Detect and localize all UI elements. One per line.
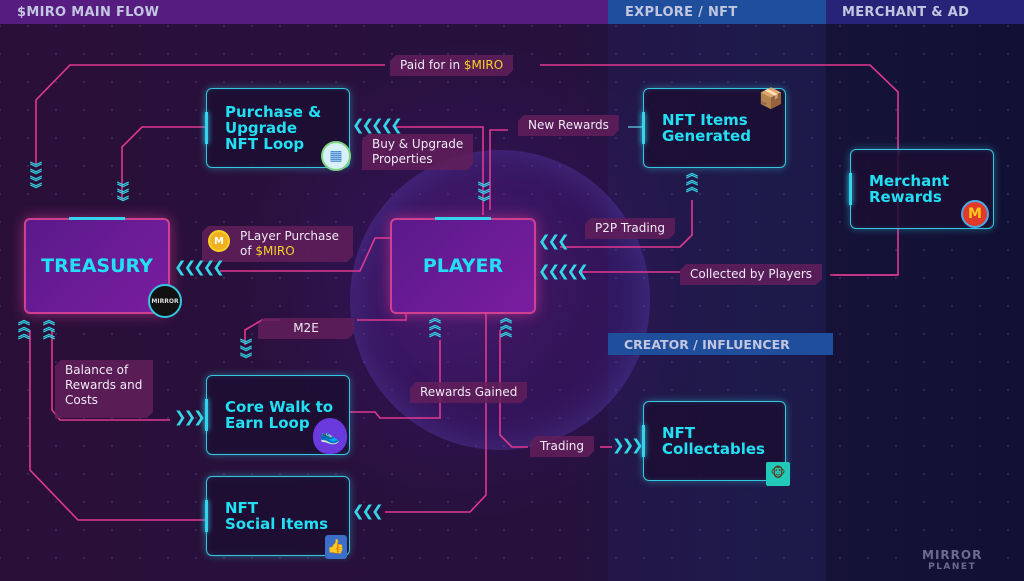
label-m2e: M2E bbox=[258, 318, 354, 339]
chevron-down-icon: ︾︾︾ bbox=[117, 181, 130, 209]
merchant-zone bbox=[826, 24, 1024, 581]
nft-items-title: NFT Items Generated bbox=[662, 111, 751, 145]
chevron-left-icon: ❮❮❮ bbox=[538, 232, 570, 250]
chevron-down-icon: ︾︾︾ bbox=[478, 181, 491, 209]
label-balance: Balance of Rewards and Costs bbox=[55, 360, 153, 418]
merchant-rewards-title: Merchant Rewards bbox=[869, 172, 950, 206]
chevron-down-icon: ︾︾︾︾ bbox=[30, 161, 43, 196]
mcdonalds-pin-icon: M bbox=[961, 200, 989, 228]
thumbs-up-icon: 👍 bbox=[325, 535, 347, 559]
header-main-flow: $MIRO MAIN FLOW bbox=[0, 0, 608, 24]
label-trading: Trading bbox=[530, 436, 594, 457]
ape-nft-icon: 🐵 bbox=[766, 462, 790, 486]
chevron-up-icon: ︽︽︽ bbox=[500, 311, 513, 339]
nft-social-title: NFT Social Items bbox=[225, 499, 329, 533]
purchase-upgrade-title: Purchase & Upgrade NFT Loop bbox=[225, 103, 322, 153]
label-paid-for: Paid for in $MIRO bbox=[390, 55, 513, 76]
chevron-down-icon: ︾︾︾ bbox=[240, 338, 253, 366]
label-new-rewards: New Rewards bbox=[518, 115, 619, 136]
mirror-badge-icon: MIRROR bbox=[148, 284, 182, 318]
merchant-rewards-node[interactable]: Merchant Rewards M bbox=[849, 149, 994, 229]
core-walk-node[interactable]: Core Walk to Earn Loop 👟 bbox=[205, 375, 350, 455]
purchase-upgrade-node[interactable]: Purchase & Upgrade NFT Loop ▦ bbox=[205, 88, 351, 171]
chevron-up-icon: ︽︽︽ bbox=[18, 313, 31, 341]
chevron-left-icon: ❮❮❮ bbox=[352, 502, 384, 520]
label-buy-upgrade: Buy & Upgrade Properties bbox=[362, 134, 473, 170]
drone-package-icon: 📦 bbox=[758, 86, 784, 110]
nft-social-items-node[interactable]: NFT Social Items 👍 bbox=[205, 476, 350, 559]
core-walk-title: Core Walk to Earn Loop bbox=[225, 398, 334, 432]
chevron-left-icon: ❮❮❮❮❮ bbox=[352, 116, 403, 134]
player-title: PLAYER bbox=[422, 255, 504, 277]
chevron-up-icon: ︽︽︽ bbox=[43, 313, 56, 341]
logo-line1: MIRROR bbox=[922, 548, 983, 562]
logo-line2: PLANET bbox=[928, 562, 977, 572]
sneaker-icon: 👟 bbox=[313, 418, 347, 454]
mirror-planet-logo: MIRROR PLANET bbox=[922, 548, 982, 572]
chevron-right-icon: ❯❯❯ bbox=[174, 408, 206, 426]
miro-coin-icon: M bbox=[208, 230, 230, 252]
label-p2p-trading: P2P Trading bbox=[585, 218, 675, 239]
header-explore-nft: EXPLORE / NFT bbox=[608, 0, 826, 24]
building-icon: ▦ bbox=[321, 141, 351, 171]
nft-collectables-node[interactable]: NFT Collectables 🐵 bbox=[642, 401, 790, 486]
header-creator-influencer: CREATOR / INFLUENCER bbox=[608, 333, 833, 355]
label-collected-by-players: Collected by Players bbox=[680, 264, 822, 285]
chevron-up-icon: ︽︽︽ bbox=[429, 311, 442, 339]
chevron-left-icon: ❮❮❮❮❮ bbox=[174, 258, 225, 276]
player-node[interactable]: PLAYER bbox=[390, 217, 536, 314]
treasury-node[interactable]: TREASURY MIRROR bbox=[24, 217, 182, 318]
chevron-left-icon: ❮❮❮❮❮ bbox=[538, 262, 589, 280]
header-merchant-ad: MERCHANT & AD bbox=[826, 0, 1024, 24]
label-rewards-gained: Rewards Gained bbox=[410, 382, 527, 403]
nft-collectables-title: NFT Collectables bbox=[662, 424, 765, 458]
treasury-title: TREASURY bbox=[41, 255, 153, 277]
chevron-up-icon: ︽︽︽ bbox=[686, 166, 699, 194]
chevron-right-icon: ❯❯❯ bbox=[612, 436, 644, 454]
nft-items-generated-node[interactable]: NFT Items Generated 📦 bbox=[642, 88, 786, 168]
